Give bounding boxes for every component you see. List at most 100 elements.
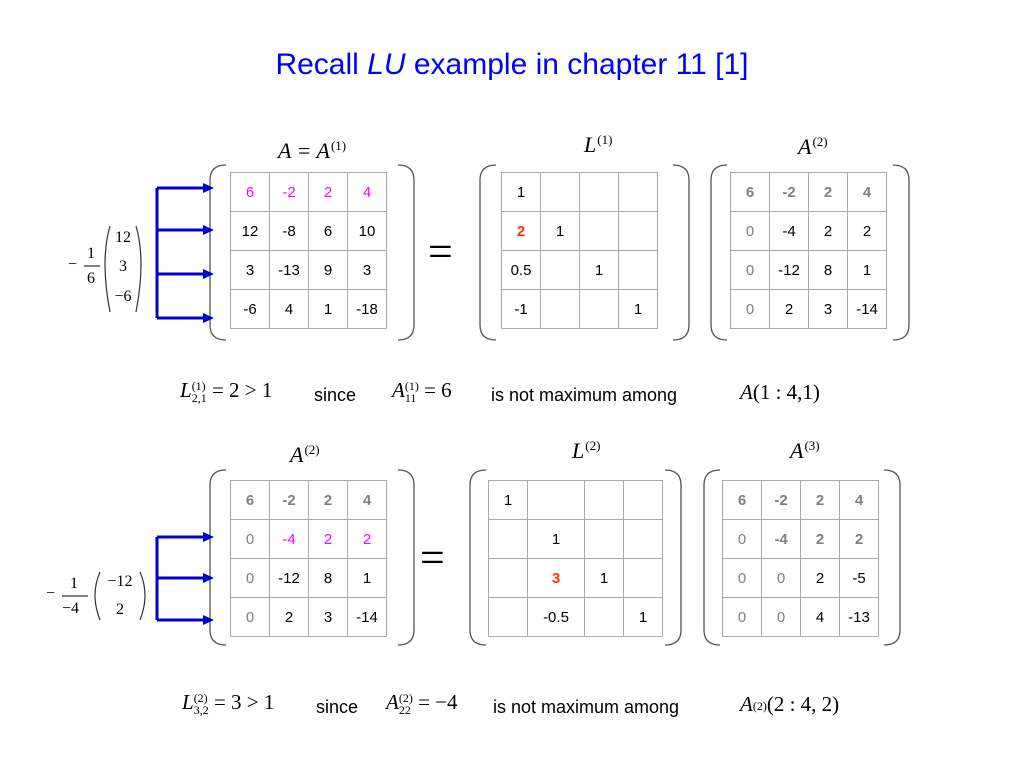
matrix-cell: 2 <box>308 172 348 212</box>
line1-rhs: A(1 : 4,1) <box>740 380 820 404</box>
line2-mid: A(2)22 = −4 <box>386 690 458 718</box>
line1-since: since <box>314 385 357 405</box>
matrix-cell: 1 <box>847 250 887 290</box>
matrix-cell: 3 <box>527 558 585 598</box>
matrix-row: 0 -12 8 1 <box>230 558 387 598</box>
line2-text: is not maximum among <box>493 697 680 717</box>
matrix-cell: 4 <box>347 172 387 212</box>
bracket-left-l1 <box>479 164 497 341</box>
matrix-cell: -2 <box>269 480 309 520</box>
matrix-row: 0 2 3 -14 <box>730 289 887 329</box>
matrix-row: 6 -2 2 4 <box>230 480 387 520</box>
matrix-cell: 9 <box>308 250 348 290</box>
label-l2: L(2) <box>572 438 601 463</box>
matrix-cell <box>540 172 580 212</box>
matrix-cell: 8 <box>308 558 348 598</box>
matrix-cell: 0 <box>730 289 770 329</box>
matrix-cell: 2 <box>501 211 541 251</box>
matrix-cell: 1 <box>540 211 580 251</box>
matrix-cell: 2 <box>800 558 840 598</box>
matrix-cell: 1 <box>623 597 663 637</box>
matrix-cell: 2 <box>808 211 848 251</box>
matrix-row: -6 4 1 -18 <box>230 289 387 329</box>
matrix-cell: 1 <box>579 250 619 290</box>
matrix-cell: 6 <box>308 211 348 251</box>
matrix-cell: 0 <box>722 519 762 559</box>
multiplier1-minus: − <box>68 256 78 273</box>
matrix-cell: 3 <box>808 289 848 329</box>
matrix-cell: -4 <box>761 519 801 559</box>
matrix-cell: 4 <box>839 480 879 520</box>
matrix-cell: 0 <box>722 597 762 637</box>
matrix-cell <box>584 597 624 637</box>
matrix-cell: 0.5 <box>501 250 541 290</box>
matrix-row: 1 <box>488 480 663 520</box>
matrix-cell: -2 <box>769 172 809 212</box>
matrix-cell: -4 <box>769 211 809 251</box>
matrix-cell: 3 <box>308 597 348 637</box>
matrix-cell <box>584 519 624 559</box>
page-title: Recall LU example in chapter 11 [1] <box>0 48 1024 82</box>
label-a3: A(3) <box>790 438 820 463</box>
bracket-right-a2 <box>892 164 910 341</box>
matrix-cell: 0 <box>722 558 762 598</box>
matrix-cell: 1 <box>488 480 528 520</box>
matrix-cell <box>579 211 619 251</box>
matrix-cell: 4 <box>269 289 309 329</box>
matrix-row: -1 1 <box>501 289 658 329</box>
matrix-cell: 4 <box>347 480 387 520</box>
matrix-cell: 2 <box>839 519 879 559</box>
matrix-cell: 8 <box>808 250 848 290</box>
matrix-cell: 2 <box>269 597 309 637</box>
matrix-row: 1 <box>501 172 658 212</box>
matrix-cell: 4 <box>847 172 887 212</box>
matrix-cell: 0 <box>761 558 801 598</box>
matrix-cell: 0 <box>730 250 770 290</box>
matrix-cell <box>618 211 658 251</box>
equals-sign-top: = <box>428 227 453 276</box>
multiplier1-vec-2: −6 <box>114 288 132 305</box>
matrix-cell: 1 <box>347 558 387 598</box>
matrix-row: 0 -4 2 2 <box>230 519 387 559</box>
matrix-cell <box>584 480 624 520</box>
matrix-cell: -2 <box>761 480 801 520</box>
multiplier1-vec-1: 3 <box>119 258 127 275</box>
equals-sign-bottom: = <box>420 533 445 582</box>
matrix-cell: -0.5 <box>527 597 585 637</box>
label-l1: L(1) <box>584 132 613 157</box>
bracket-right-a2b <box>397 469 415 646</box>
multiplier1-vec-0: 12 <box>115 229 131 246</box>
matrix-row: 0.5 1 <box>501 250 658 290</box>
bracket-right-l2 <box>664 469 682 646</box>
matrix-cell: 1 <box>584 558 624 598</box>
matrix-cell: 0 <box>761 597 801 637</box>
matrix-cell: -18 <box>347 289 387 329</box>
matrix-cell: 2 <box>769 289 809 329</box>
arrows-top <box>155 183 214 323</box>
line1-mid: A(1)11 = 6 <box>392 378 452 406</box>
matrix-cell: -12 <box>269 558 309 598</box>
title-pre: Recall <box>275 48 359 81</box>
matrix-cell <box>540 289 580 329</box>
matrix-cell: 1 <box>501 172 541 212</box>
matrix-cell: 0 <box>730 211 770 251</box>
matrix-row: 0 0 2 -5 <box>722 558 879 598</box>
matrix-cell: -2 <box>269 172 309 212</box>
matrix-row: 3 1 <box>488 558 663 598</box>
matrix-cell: 2 <box>800 519 840 559</box>
bracket-right-a3 <box>883 469 901 646</box>
matrix-cell: 10 <box>347 211 387 251</box>
matrix-cell: -5 <box>839 558 879 598</box>
matrix-row: 0 2 3 -14 <box>230 597 387 637</box>
bracket-left-a2b <box>209 469 227 646</box>
multiplier2-vec-0: −12 <box>107 573 133 590</box>
matrix-a2-bottom: 6 -2 2 4 0 -4 2 2 0 -12 8 1 0 2 3 -14 <box>230 480 387 637</box>
matrix-l1: 1 2 1 0.5 1 -1 1 <box>501 172 658 329</box>
label-a-eq-a1: A = A(1) <box>278 138 347 163</box>
matrix-cell <box>579 172 619 212</box>
bracket-right-l1 <box>672 164 690 341</box>
multiplier2-num: 1 <box>70 575 78 592</box>
matrix-cell: 4 <box>800 597 840 637</box>
matrix-cell: -13 <box>839 597 879 637</box>
